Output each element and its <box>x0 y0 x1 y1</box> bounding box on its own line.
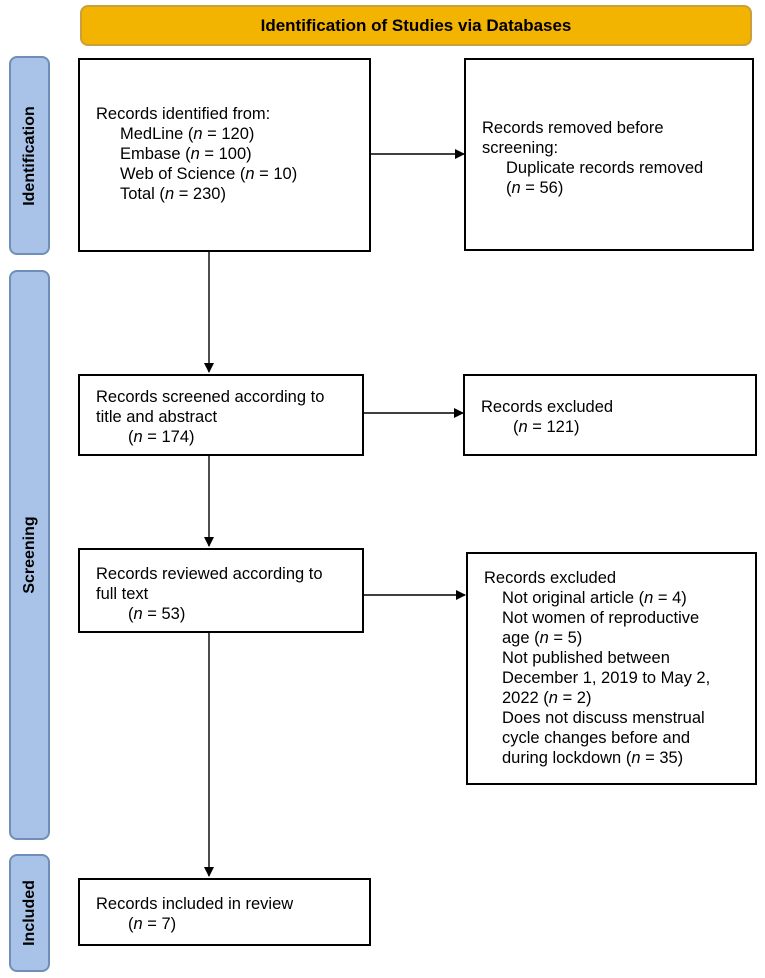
excluded2-reason-original: Not original article (n = 4) <box>502 589 687 607</box>
excluded2-reason-date-3: 2022 (n = 2) <box>502 689 592 707</box>
header-title: Identification of Studies via Databases <box>260 15 572 35</box>
removed-title-1: Records removed before <box>482 119 664 137</box>
excluded2-reason-women-1: Not women of reproductive <box>502 609 700 627</box>
records-excluded-1-box: Records excluded (n = 121) <box>463 374 757 456</box>
records-included-box: Records included in review (n = 7) <box>78 878 371 946</box>
records-identified-box: Records identified from: MedLine (n = 12… <box>78 58 371 252</box>
removed-title-2: screening: <box>482 139 559 157</box>
phase-identification: Identification <box>9 56 50 255</box>
removed-duplicates: Duplicate records removed <box>506 159 704 177</box>
records-excluded-2-box: Records excluded Not original article (n… <box>466 552 757 785</box>
excluded2-reason-women-2: age (n = 5) <box>502 629 583 647</box>
identified-medline: MedLine (n = 120) <box>120 125 255 143</box>
identified-total: Total (n = 230) <box>120 185 226 203</box>
reviewed-line-2: full text <box>96 585 149 603</box>
included-title: Records included in review <box>96 895 294 913</box>
excluded1-count: (n = 121) <box>513 418 580 436</box>
removed-count: (n = 56) <box>506 179 564 197</box>
reviewed-line-1: Records reviewed according to <box>96 565 323 583</box>
excluded2-reason-date-2: December 1, 2019 to May 2, <box>502 669 711 687</box>
records-removed-box: Records removed before screening: Duplic… <box>464 58 754 251</box>
records-reviewed-box: Records reviewed according to full text … <box>78 548 364 633</box>
reviewed-count: (n = 53) <box>128 605 186 623</box>
screened-line-1: Records screened according to <box>96 388 325 406</box>
screened-count: (n = 174) <box>128 428 195 446</box>
included-count: (n = 7) <box>128 915 177 933</box>
identified-embase: Embase (n = 100) <box>120 145 252 163</box>
excluded1-title: Records excluded <box>481 398 614 416</box>
phase-screening: Screening <box>9 270 50 840</box>
excluded2-reason-menstrual-2: cycle changes before and <box>502 729 691 747</box>
excluded2-title: Records excluded <box>484 569 617 587</box>
excluded2-reason-menstrual-1: Does not discuss menstrual <box>502 709 705 727</box>
identified-title: Records identified from: <box>96 105 271 123</box>
excluded2-reason-menstrual-3: during lockdown (n = 35) <box>502 749 684 767</box>
screened-line-2: title and abstract <box>96 408 218 426</box>
excluded2-reason-date-1: Not published between <box>502 649 670 667</box>
phase-included: Included <box>9 854 50 972</box>
header-bar: Identification of Studies via Databases <box>80 5 752 46</box>
records-screened-box: Records screened according to title and … <box>78 374 364 456</box>
identified-wos: Web of Science (n = 10) <box>120 165 298 183</box>
